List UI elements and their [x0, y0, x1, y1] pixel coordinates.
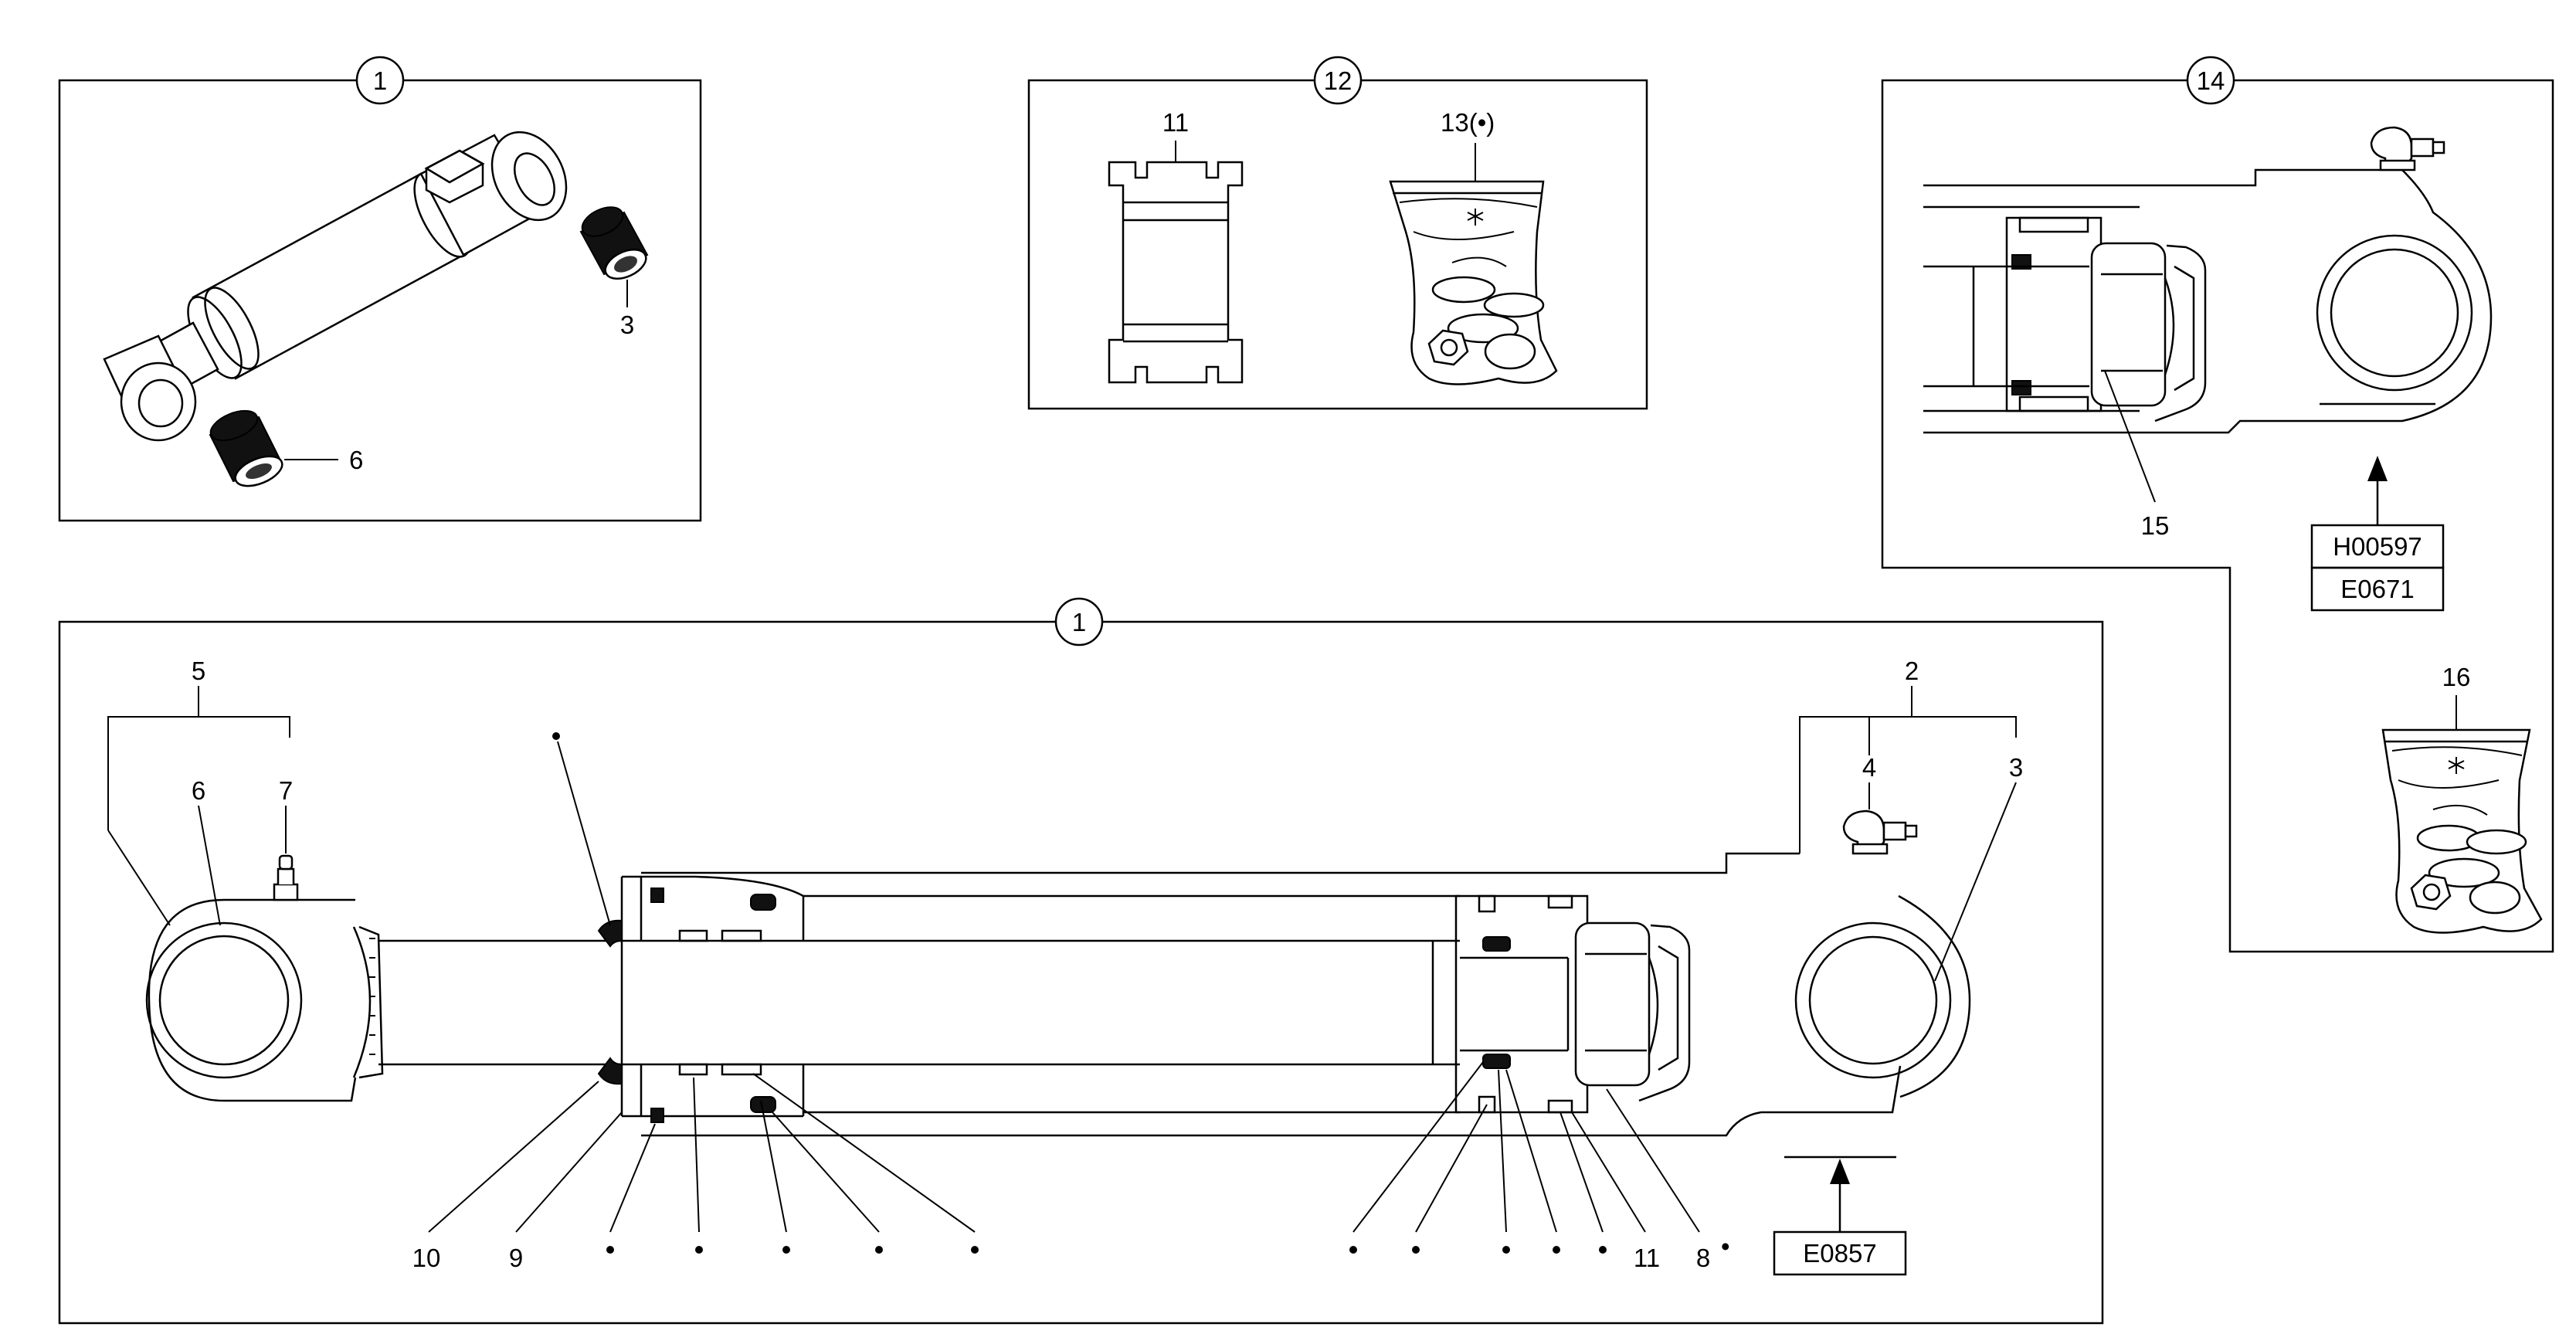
bushing-icon	[579, 206, 649, 280]
rod-end-detail-drawing	[1923, 126, 2493, 434]
reference-code: E0671	[2340, 575, 2414, 603]
part-label: 3	[2009, 753, 2023, 782]
seal-bag-icon	[2381, 728, 2543, 934]
part-label: 6	[192, 776, 205, 805]
kit-part-dot	[1412, 1246, 1420, 1254]
part-label: 7	[279, 776, 293, 805]
kit-part-dot	[1349, 1246, 1357, 1254]
panel-cylinder-overview: 1 3	[58, 56, 702, 522]
part-label: 3	[620, 311, 634, 339]
panel-frame	[1027, 79, 1648, 410]
reference-code: H00597	[2333, 532, 2422, 561]
reference-code: E0857	[1803, 1239, 1876, 1268]
panel-rod-end-detail: 14	[1881, 56, 2554, 953]
cylinder-drawing	[103, 131, 568, 442]
part-label: 11	[1634, 1244, 1660, 1272]
cylinder-section-drawing	[145, 809, 1971, 1137]
part-label: 2	[1905, 657, 1919, 685]
part-label: 16	[2442, 663, 2471, 691]
callout-number: 1	[373, 66, 387, 95]
panel-seal-kit: 12 11 13(•)	[1027, 56, 1648, 410]
part-label: 13(•)	[1441, 108, 1495, 137]
part-label: 6	[349, 446, 363, 474]
part-label: 10	[412, 1244, 441, 1272]
callout-circle	[1054, 597, 1104, 647]
kit-part-dot	[875, 1246, 883, 1254]
part-label: 9	[509, 1244, 523, 1272]
callout-circle	[2186, 56, 2235, 105]
kit-mark: •	[1721, 1232, 1730, 1261]
reference-box	[1773, 1230, 1907, 1276]
kit-part-dot	[1599, 1246, 1607, 1254]
seal-bag-icon	[1389, 180, 1558, 385]
panel-frame	[58, 620, 2104, 1325]
kit-part-dot	[606, 1246, 614, 1254]
guide-ring-profile	[1108, 161, 1244, 384]
part-label: 11	[1162, 108, 1189, 137]
part-label: 4	[1862, 753, 1876, 782]
kit-part-dot	[1502, 1246, 1510, 1254]
part-label: 5	[192, 657, 205, 685]
kit-part-dot	[971, 1246, 979, 1254]
callout-circle	[355, 56, 405, 105]
callout-number: 14	[2197, 66, 2225, 95]
kit-part-dot	[782, 1246, 790, 1254]
part-label: 8	[1696, 1244, 1710, 1272]
kit-part-dot	[1553, 1246, 1560, 1254]
reference-box	[2310, 566, 2445, 612]
part-label: 15	[2141, 511, 2170, 540]
kit-part-dot	[695, 1246, 703, 1254]
kit-part-dot	[552, 732, 560, 740]
bushing-icon	[209, 409, 283, 487]
panel-cylinder-section: 1	[58, 597, 2104, 1325]
callout-circle	[1313, 56, 1363, 105]
panel-frame	[1881, 79, 2554, 953]
callout-number: 1	[1072, 608, 1086, 636]
callout-number: 12	[1324, 66, 1352, 95]
